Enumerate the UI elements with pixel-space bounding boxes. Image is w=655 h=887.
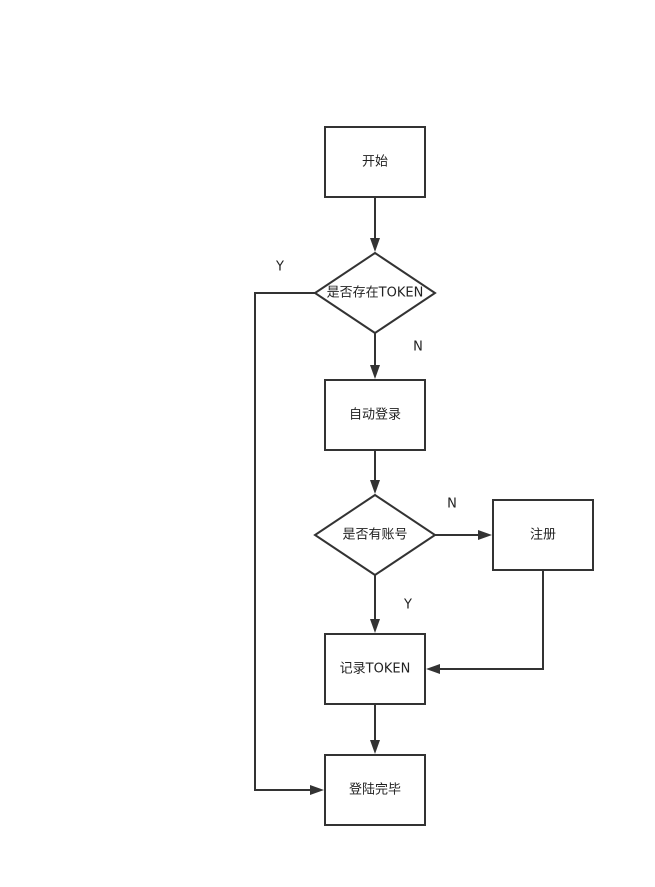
edge-token-check-yes [254, 292, 315, 791]
register-label: 注册 [530, 528, 556, 543]
record-token-node [324, 633, 426, 705]
token-check-diamond [313, 251, 437, 335]
token-check-label: 是否存在TOKEN [327, 286, 424, 301]
login-done-label: 登陆完毕 [349, 782, 401, 798]
start-node [324, 126, 426, 198]
auto-login-node [324, 379, 426, 451]
edge-register-to-record-token [440, 570, 544, 670]
token-check-yes-label: Y [275, 260, 284, 275]
arrowhead-auto-login-to-account-check [370, 480, 380, 494]
arrowhead-record-token-to-login-done [370, 740, 380, 754]
register-node [492, 499, 594, 571]
arrowhead-account-check-no [478, 530, 492, 540]
token-check-no-label: N [413, 340, 423, 355]
account-check-diamond [313, 493, 437, 577]
login-done-node [324, 754, 426, 826]
arrowhead-token-check-yes [310, 785, 324, 795]
start-node-label: 开始 [362, 155, 388, 170]
auto-login-label: 自动登录 [349, 408, 401, 423]
account-check-no-label: N [447, 497, 457, 512]
arrowhead-register-to-record-token [426, 664, 440, 674]
record-token-label: 记录TOKEN [340, 662, 411, 677]
arrowhead-start-to-token-check [370, 238, 380, 252]
arrowhead-token-check-no [370, 365, 380, 379]
arrowhead-account-check-yes [370, 619, 380, 633]
account-check-yes-label: Y [403, 598, 412, 613]
account-check-label: 是否有账号 [342, 528, 407, 543]
